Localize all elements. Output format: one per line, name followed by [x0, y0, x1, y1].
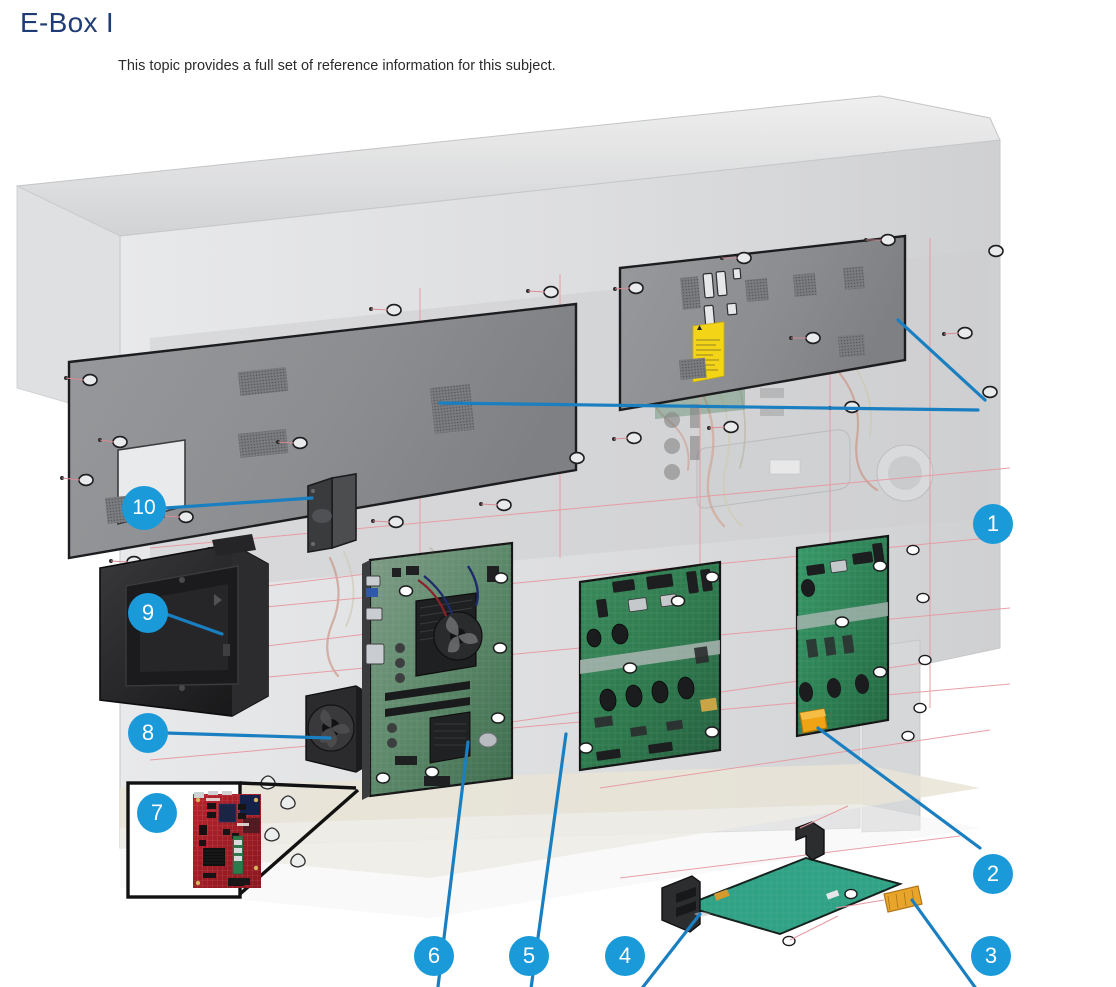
inset-formatter-pcb	[193, 791, 261, 888]
callout-marker-7[interactable]: 7	[137, 793, 177, 833]
orange-flex-connector	[835, 885, 923, 913]
motherboard	[362, 541, 514, 800]
page-title: E-Box I	[20, 7, 114, 38]
middle-pca-board	[578, 560, 722, 772]
exploded-parts-illustration	[0, 88, 1116, 987]
callout-marker-4[interactable]: 4	[605, 936, 645, 976]
left-cover-panel	[60, 285, 701, 569]
callout-marker-6[interactable]: 6	[414, 936, 454, 976]
callout-marker-5[interactable]: 5	[509, 936, 549, 976]
hard-drive-module	[307, 473, 357, 553]
right-pca-board	[795, 534, 932, 742]
callout-marker-2[interactable]: 2	[973, 854, 1013, 894]
right-cover-panel	[612, 233, 1004, 445]
callout-marker-1[interactable]: 1	[973, 504, 1013, 544]
callout-marker-8[interactable]: 8	[128, 713, 168, 753]
callout-marker-9[interactable]: 9	[128, 593, 168, 633]
callout-marker-3[interactable]: 3	[971, 936, 1011, 976]
page-subtitle: This topic provides a full set of refere…	[118, 58, 556, 74]
callout-marker-10[interactable]: 10	[122, 486, 166, 530]
black-enclosure-bracket	[99, 534, 269, 717]
